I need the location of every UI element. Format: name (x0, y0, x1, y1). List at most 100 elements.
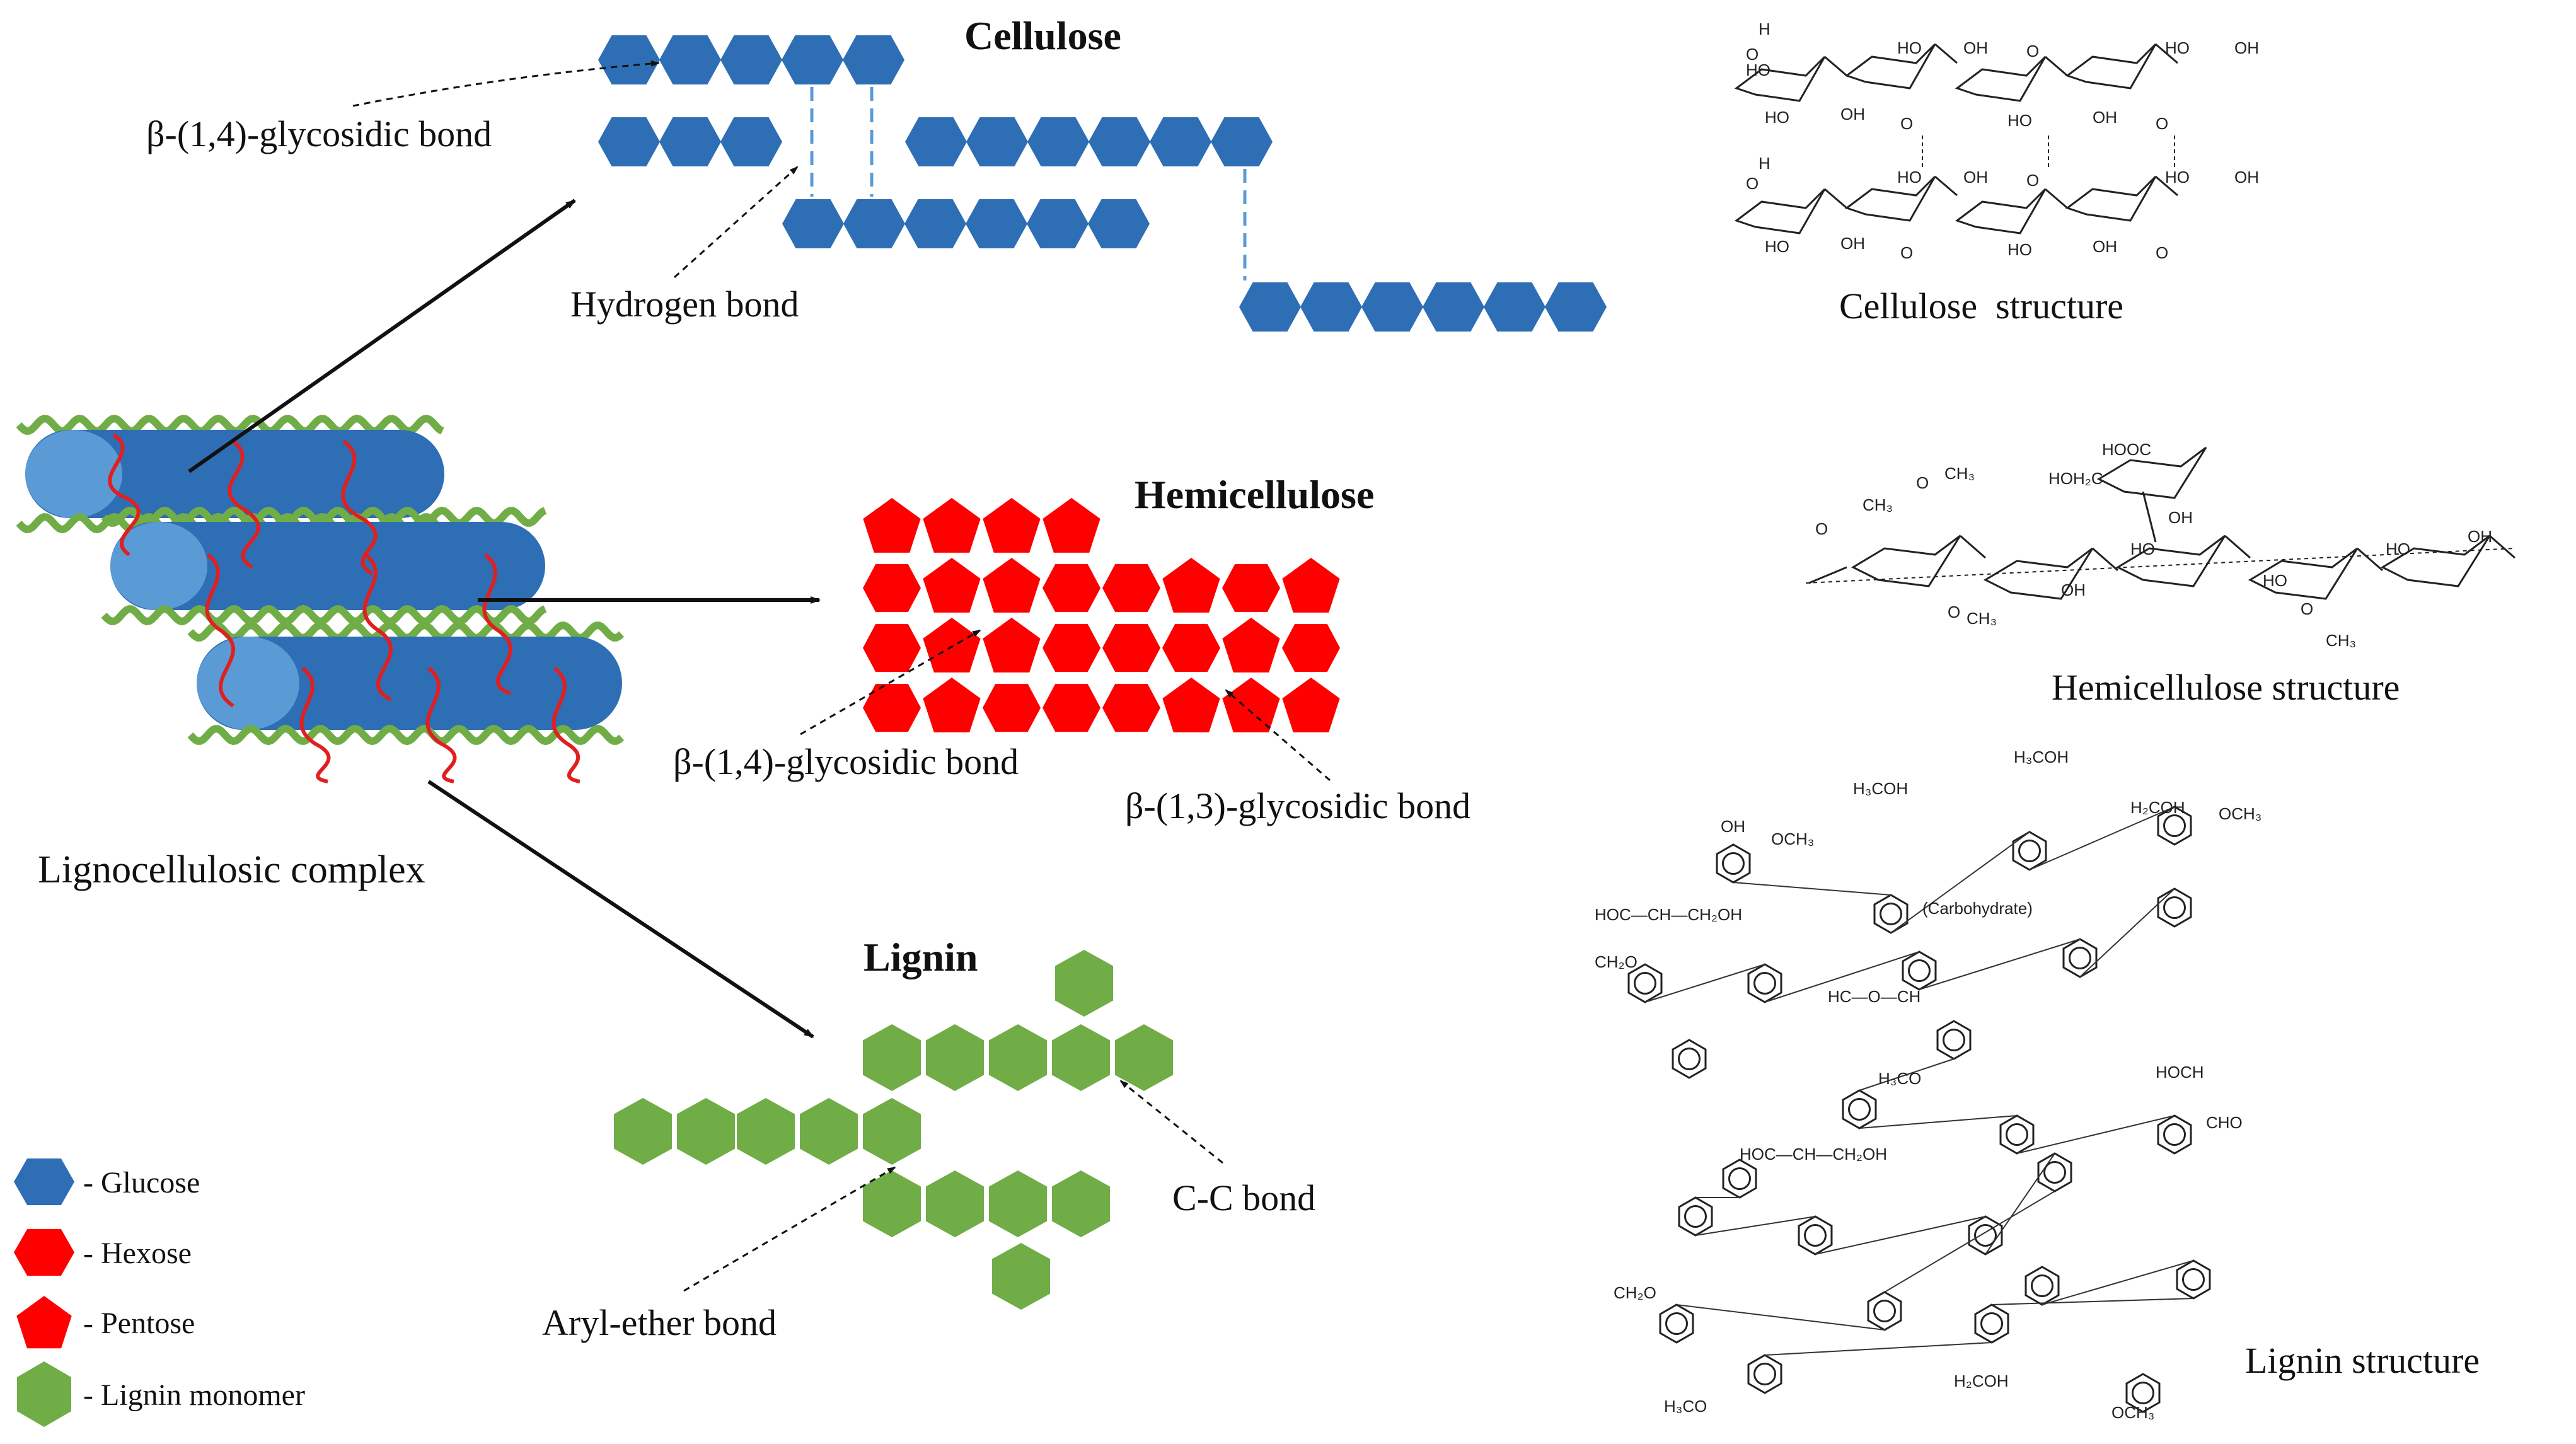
lignin-ring-inner (1722, 852, 1745, 875)
cellulose-atom-label: O (1900, 243, 1913, 262)
lignin-ring-inner (2163, 1123, 2186, 1146)
lignocellulosic-complex-illustration (16, 414, 625, 783)
hemi-atom-label: CH₃ (1967, 609, 1997, 628)
lignin-atom-label: H₃CO (1664, 1397, 1707, 1416)
cellulose-atom-label: OH (1840, 105, 1865, 124)
legend-swatch-0 (14, 1158, 74, 1205)
lignin-ring (2176, 1259, 2211, 1300)
lignin-ring-inner (1848, 1098, 1871, 1121)
lignin-ring-inner (1880, 903, 1902, 925)
lignin-monomer (737, 1098, 795, 1165)
lignin-title: Lignin (863, 935, 978, 979)
glucose-unit (904, 199, 966, 248)
glucose-unit (843, 35, 904, 84)
hexose-unit (1102, 564, 1160, 612)
legend-label-3: - Lignin monomer (83, 1378, 305, 1412)
cellulose-atom-label: HO (1746, 61, 1770, 79)
hemi-backbone (1805, 548, 2515, 584)
glucose-unit (720, 35, 782, 84)
cellulose-atom-label: O (2026, 42, 2039, 61)
arrow-to-cellulose (188, 199, 576, 473)
lignin-ring (2125, 1373, 2161, 1413)
lignin-monomer (1052, 1170, 1110, 1237)
pentose-unit (1043, 498, 1100, 553)
lignin-ring-inner (2163, 896, 2186, 919)
lignin-ring-inner (1728, 1167, 1751, 1190)
lignin-ring-inner (1908, 959, 1931, 982)
lignin-ring (1842, 1089, 1877, 1129)
lignin-ring (2037, 1152, 2072, 1193)
pentose-unit (983, 618, 1041, 673)
hydrogen-bond-pointer (673, 166, 799, 279)
cellulose-title: Cellulose (964, 13, 1121, 58)
lignin-ring (1798, 1215, 1833, 1256)
glucose-unit (659, 35, 721, 84)
glucose-unit (1300, 282, 1362, 332)
lignin-ring-inner (1974, 1224, 1997, 1247)
lignin-ring (1678, 1196, 1713, 1237)
hemi-atom-label: OH (2168, 508, 2193, 527)
cellulose-fiber (110, 522, 545, 610)
hydrogen-bond-label: Hydrogen bond (570, 284, 799, 325)
hemi-atom-label: O (1916, 473, 1929, 492)
hemicellulose-strand (228, 439, 260, 569)
hemicellulose-strand (341, 439, 378, 575)
lignin-ring-inner (1684, 1205, 1707, 1228)
lignin-ring-inner (2018, 840, 2041, 862)
hemicellulose-strand (482, 553, 512, 695)
arrow-to-lignin (427, 780, 814, 1039)
lignin-atom-label: (Carbohydrate) (1922, 899, 2033, 918)
cellulose-ring-row (1734, 43, 2178, 102)
glucose-unit (1239, 282, 1301, 332)
hemicellulose-strand (552, 666, 580, 783)
glucose-unit (1088, 199, 1150, 248)
fiber-end (110, 522, 207, 610)
glucose-unit (782, 35, 843, 84)
lignin-ring-inner (1873, 1300, 1896, 1322)
lignin-strand (101, 604, 547, 626)
lignin-ring-inner (1753, 972, 1776, 995)
beta14-hemi-label: β-(1,4)-glycosidic bond (673, 741, 1019, 782)
pentose-unit (1222, 678, 1280, 732)
lignin-ring (2157, 887, 2192, 928)
lignin-ring (1867, 1291, 1902, 1331)
lignin-monomer (1115, 1024, 1173, 1091)
lignin-ring (1659, 1303, 1694, 1344)
hemicellulose-strand (205, 553, 235, 708)
glucose-unit (1027, 117, 1089, 166)
legend-label-1: - Hexose (83, 1237, 192, 1270)
lignin-ring (1722, 1158, 1757, 1199)
legend-swatch-2 (16, 1296, 72, 1349)
lignin-ring-inner (1665, 1312, 1688, 1335)
hemicellulose-strand (425, 666, 457, 783)
cellulose-ring-row (1734, 175, 2178, 234)
cellulose-atom-label: HO (2007, 111, 2032, 130)
cellulose-atom-label: HO (2165, 168, 2190, 187)
glucose-unit (905, 117, 967, 166)
aryl-ether-pointer (683, 1166, 896, 1292)
pentose-unit (983, 558, 1041, 613)
cellulose-atom-label: H (1759, 20, 1770, 38)
hexose-unit (1043, 624, 1100, 672)
lignin-monomer (1052, 1024, 1110, 1091)
lignin-strand (101, 506, 547, 528)
lignin-ring-inner (1678, 1048, 1701, 1070)
pentose-unit (1222, 618, 1280, 673)
lignin-atom-label: H₃COH (2014, 748, 2069, 766)
pentose-unit (923, 678, 981, 732)
cellulose-atom-label: O (1746, 174, 1759, 193)
cellulose-structure-label: Cellulose structure (1839, 286, 2123, 326)
fiber-end (197, 637, 299, 730)
hemi-atom-label: O (1948, 603, 1960, 621)
lignin-monomer (863, 1024, 921, 1091)
hemicellulose-strand (299, 666, 331, 783)
lignin-ring (2012, 831, 2047, 871)
lignin-ring-inner (2043, 1161, 2066, 1184)
glucose-unit (1150, 117, 1211, 166)
legend-swatch-1 (14, 1229, 74, 1276)
lignin-atom-label: CHO (2206, 1113, 2243, 1132)
lignin-ring (1999, 1114, 2035, 1155)
lignin-ring (2157, 806, 2192, 846)
lignin-strand (187, 724, 625, 746)
